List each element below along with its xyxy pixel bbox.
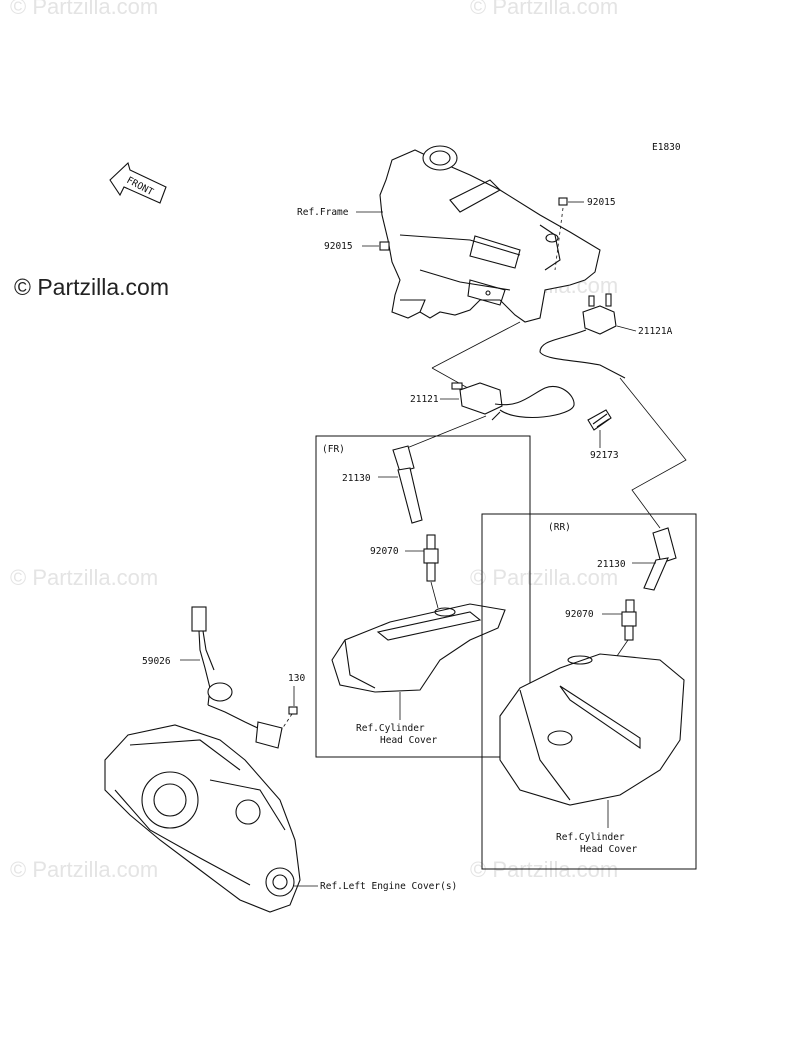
frame-drawing xyxy=(379,145,601,323)
watermark-text: © Partzilla.com xyxy=(10,565,158,590)
pickup-sensor-59026 xyxy=(180,606,263,731)
watermark-text: © Partzilla.com xyxy=(470,565,618,590)
ignition-coil-21121 xyxy=(440,382,575,421)
label-ref-engine-cover: Ref.Left Engine Cover(s) xyxy=(320,881,457,892)
spark-plug-92070-front xyxy=(405,534,439,609)
clip-92015-top xyxy=(554,197,584,271)
label-21121: 21121 xyxy=(410,394,439,405)
ignition-coil-21121A xyxy=(539,293,637,379)
bolt-130 xyxy=(255,686,298,749)
label-59026: 59026 xyxy=(142,656,171,667)
label-21130-front: 21130 xyxy=(342,473,371,484)
label-92015-left: 92015 xyxy=(324,241,353,252)
label-ref-cylinder-front-2: Head Cover xyxy=(380,735,437,746)
label-92173: 92173 xyxy=(590,450,619,461)
rear-group-label: (RR) xyxy=(548,522,571,533)
watermark-text: © Partzilla.com xyxy=(470,0,618,19)
watermark-text: © Partzilla.com xyxy=(10,0,158,19)
label-92015-top: 92015 xyxy=(587,197,616,208)
label-21130-rear: 21130 xyxy=(597,559,626,570)
clamp-92173 xyxy=(587,409,612,448)
label-21121A: 21121A xyxy=(638,326,673,337)
label-92070-rear: 92070 xyxy=(565,609,594,620)
label-ref-cylinder-front-1: Ref.Cylinder xyxy=(356,723,425,734)
label-92070-front: 92070 xyxy=(370,546,399,557)
label-ref-cylinder-rear-1: Ref.Cylinder xyxy=(556,832,625,843)
watermark-group: © Partzilla.com © Partzilla.com © Partzi… xyxy=(10,0,618,882)
left-engine-cover xyxy=(104,724,318,913)
stick-coil-21130-front xyxy=(378,445,423,524)
front-group-label: (FR) xyxy=(322,444,345,455)
stick-coil-21130-rear xyxy=(632,527,677,591)
diagram-code: E1830 xyxy=(652,142,681,153)
label-130: 130 xyxy=(288,673,305,684)
cylinder-head-cover-rear xyxy=(499,653,685,828)
rear-group-box xyxy=(481,513,697,870)
watermark-text: © Partzilla.com xyxy=(10,857,158,882)
label-ref-cylinder-rear-2: Head Cover xyxy=(580,844,637,855)
partzilla-brand-label: © Partzilla.com xyxy=(14,274,169,300)
front-arrow-icon: FRONT xyxy=(109,161,167,204)
label-ref-frame: Ref.Frame xyxy=(297,207,349,218)
cylinder-head-cover-front xyxy=(331,603,506,720)
front-group-box xyxy=(315,435,531,758)
clip-92015-left xyxy=(362,241,390,251)
